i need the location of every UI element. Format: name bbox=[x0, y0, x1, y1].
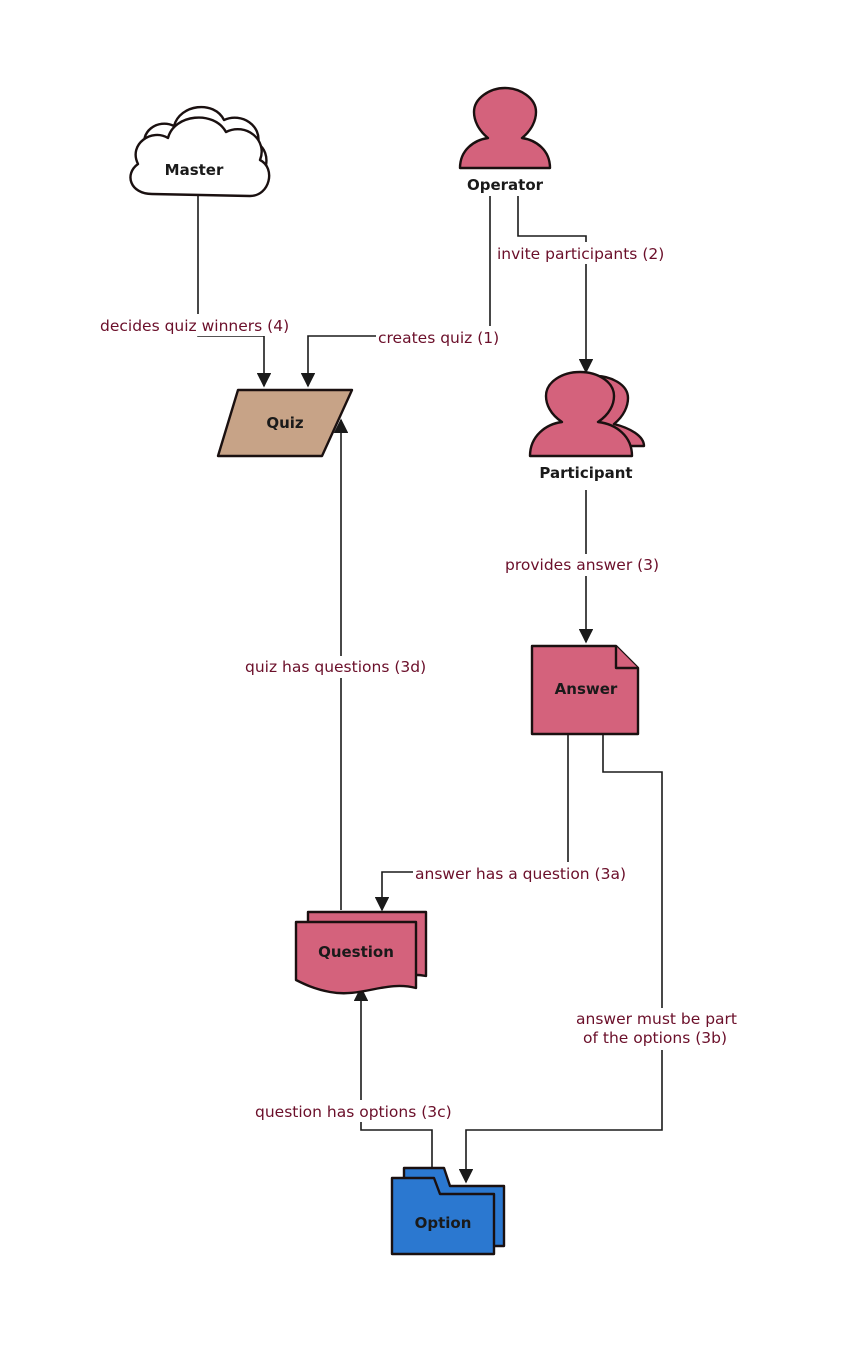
edge-label-provides: provides answer (3) bbox=[505, 556, 659, 574]
operator-label: Operator bbox=[467, 176, 544, 194]
edge-decides-quiz-winners bbox=[197, 196, 272, 388]
person-icon bbox=[458, 86, 552, 170]
edge-invite-participants bbox=[517, 196, 594, 374]
participant-label: Participant bbox=[539, 464, 632, 482]
multi-document-icon bbox=[294, 910, 428, 995]
edge-answer-must-be-part bbox=[458, 734, 663, 1184]
quiz-label: Quiz bbox=[266, 414, 304, 432]
edge-creates-quiz bbox=[300, 196, 491, 388]
master-label: Master bbox=[165, 161, 224, 179]
edge-label-invite: invite participants (2) bbox=[497, 245, 664, 263]
master-node[interactable]: Master bbox=[129, 105, 271, 198]
question-label: Question bbox=[318, 943, 394, 961]
edge-label-has-options: question has options (3c) bbox=[255, 1103, 452, 1121]
edge-label-has-questions: quiz has questions (3d) bbox=[245, 658, 426, 676]
question-node[interactable]: Question bbox=[294, 910, 428, 995]
answer-node[interactable]: Answer bbox=[530, 644, 640, 736]
edge-question-has-options bbox=[353, 986, 433, 1168]
edge-label-has-question: answer has a question (3a) bbox=[415, 865, 626, 883]
edge-label-must-be-part-line2: of the options (3b) bbox=[583, 1029, 727, 1047]
people-icon bbox=[528, 370, 646, 458]
answer-label: Answer bbox=[555, 680, 618, 698]
option-node[interactable]: Option bbox=[390, 1166, 506, 1256]
edge-label-creates: creates quiz (1) bbox=[378, 329, 499, 347]
quiz-node[interactable]: Quiz bbox=[216, 388, 354, 458]
participant-node[interactable]: Participant bbox=[528, 370, 646, 482]
edge-label-decides: decides quiz winners (4) bbox=[100, 317, 289, 335]
edge-label-must-be-part-line1: answer must be part bbox=[576, 1010, 737, 1028]
quiz-shape bbox=[216, 388, 354, 458]
operator-node[interactable]: Operator bbox=[458, 86, 552, 194]
document-icon bbox=[530, 644, 640, 736]
cloud-icon bbox=[129, 105, 271, 198]
option-label: Option bbox=[415, 1214, 472, 1232]
folder-icon bbox=[390, 1166, 506, 1256]
